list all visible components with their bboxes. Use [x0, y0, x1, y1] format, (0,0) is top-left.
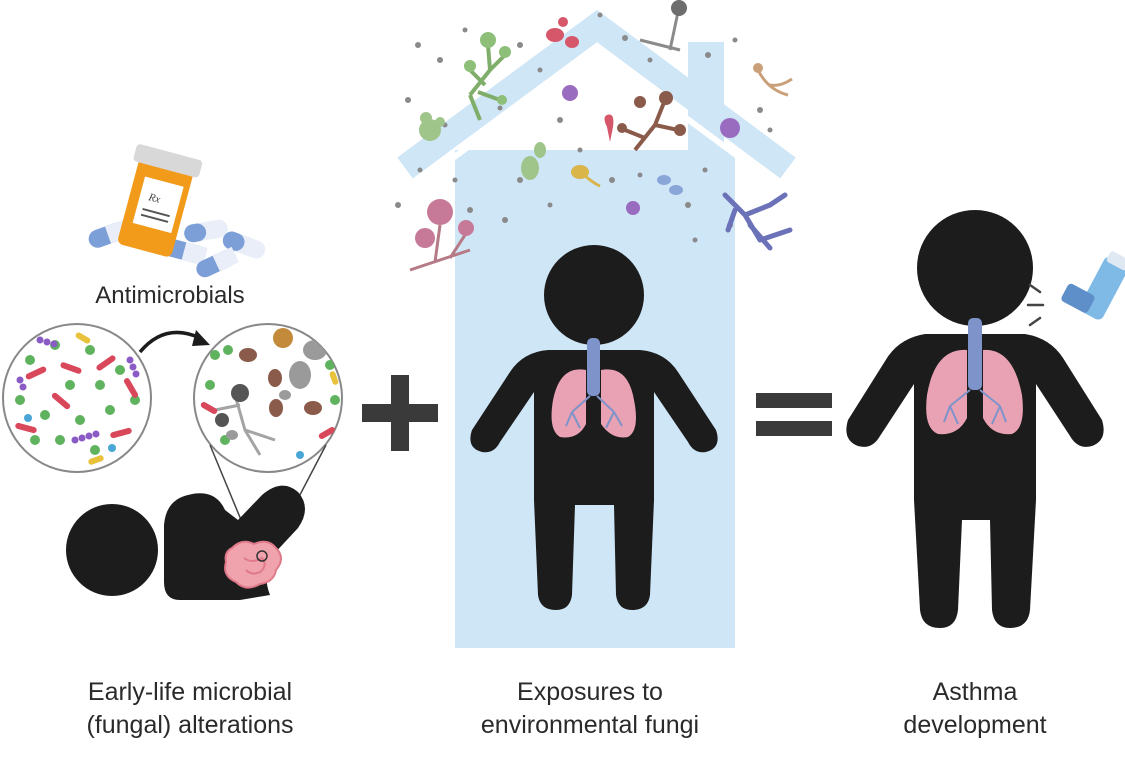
house-roof-inner: [428, 48, 765, 178]
caption-environmental-fungi: Exposures to environmental fungi: [440, 676, 740, 742]
antimicrobial-pills-icon: Rx: [88, 144, 266, 278]
green-mold-icon: [468, 44, 507, 121]
middle-trachea: [587, 338, 600, 396]
diverse-microbiome-circle: [2, 323, 152, 473]
right-person-head: [917, 210, 1033, 326]
blue-spores: [657, 175, 683, 195]
airborne-fungi-cluster: [395, 0, 793, 272]
green-mold-heads: [464, 32, 511, 105]
pill-bottle-icon: Rx: [118, 144, 203, 257]
right-trachea: [968, 318, 982, 390]
infant-silhouette-icon: [66, 485, 305, 600]
right-person-body: [846, 334, 1104, 628]
caption-environmental-fungi-line2: environmental fungi: [480, 711, 700, 739]
middle-person-silhouette: [470, 245, 718, 610]
middle-lungs-icon: [551, 338, 636, 438]
brown-mold-icon: [617, 91, 686, 152]
inhaler-icon: [1061, 251, 1125, 320]
green-spore-cluster: [419, 112, 546, 180]
caption-asthma-line1: Asthma: [932, 678, 1018, 706]
house-roof-outer: [397, 9, 796, 179]
yellow-spore-icon: [571, 165, 601, 188]
antimicrobials-label: Antimicrobials: [95, 282, 245, 309]
equals-sign: [756, 393, 832, 436]
caption-asthma-line2: development: [903, 711, 1047, 739]
caption-early-life-line1: Early-life microbial: [87, 678, 293, 706]
infant-head: [66, 504, 158, 596]
middle-person-head: [544, 245, 644, 345]
rx-label: Rx: [146, 191, 161, 206]
caption-environmental-fungi-line1: Exposures to: [517, 678, 663, 706]
capsule-icons: [88, 219, 266, 278]
tan-hyphae-icon: [756, 69, 793, 97]
purple-spores: [562, 85, 740, 215]
infant-body: [164, 485, 305, 600]
transition-arrow: [138, 330, 210, 354]
caption-early-life-line2: (fungal) alterations: [86, 711, 294, 739]
middle-person-body: [470, 350, 718, 610]
grey-aspergillus-icon: [639, 0, 687, 52]
right-lungs-icon: [926, 318, 1023, 435]
pink-aspergillus-icon: [409, 199, 474, 272]
intestine-icon: [224, 540, 282, 589]
caption-asthma: Asthma development: [840, 676, 1110, 742]
plus-sign: [362, 375, 438, 451]
red-spores: [546, 17, 614, 142]
right-person-silhouette: [846, 210, 1104, 628]
altered-microbiome-circle: [193, 323, 343, 473]
spore-dots: [395, 12, 773, 243]
blue-branched-mold-icon: [722, 192, 793, 251]
caption-early-life: Early-life microbial (fungal) alteration…: [40, 676, 340, 742]
inhaler-spray-lines: [1026, 283, 1045, 327]
